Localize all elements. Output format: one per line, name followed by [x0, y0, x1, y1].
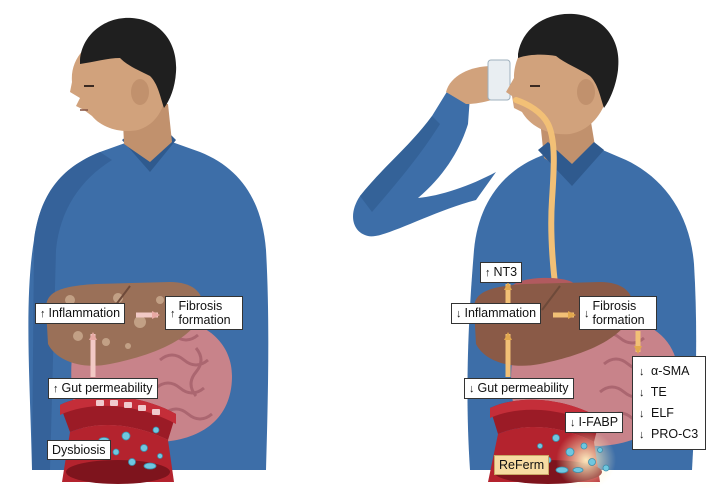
- left-dysbiosis-text: Dysbiosis: [52, 443, 106, 457]
- drink-stream: [513, 97, 559, 295]
- right-fibrosis-line2: formation: [592, 313, 645, 327]
- down-arrow-icon: ↓: [639, 366, 645, 378]
- left-dysbiosis-label: Dysbiosis: [47, 440, 111, 460]
- right-ifabp-text: I-FABP: [578, 415, 619, 429]
- up-arrow-icon: ↑: [53, 383, 59, 395]
- right-bacteria: [537, 434, 610, 474]
- left-gut-permeability-text: Gut permeability: [61, 381, 153, 395]
- down-arrow-icon: ↓: [469, 383, 475, 395]
- marker-row: ↓ α-SMA: [639, 361, 699, 382]
- right-ifabp-label: ↓I-FABP: [565, 412, 624, 433]
- marker-row: ↓ ELF: [639, 403, 699, 424]
- down-arrow-icon: ↓: [639, 408, 645, 420]
- right-referm-label: ReFerm: [494, 455, 550, 475]
- left-blood-vessel: [60, 395, 176, 484]
- left-fibrosis-line1: Fibrosis: [178, 299, 223, 313]
- right-hair: [518, 13, 619, 108]
- right-raised-arm: [353, 90, 496, 237]
- left-fibrosis-label: ↑ Fibrosis formation: [165, 296, 243, 330]
- marker-te: TE: [650, 385, 667, 399]
- right-arrows: [504, 282, 642, 377]
- drinking-glass: [487, 59, 511, 101]
- right-inflammation-label: ↓Inflammation: [451, 303, 542, 324]
- right-nt3-label: ↑NT3: [480, 262, 523, 283]
- right-markers-list: ↓ α-SMA ↓ TE ↓ ELF ↓ PRO-C3: [632, 356, 706, 450]
- up-arrow-icon: ↑: [170, 308, 176, 320]
- marker-alpha-sma: α-SMA: [650, 364, 690, 378]
- right-fibrosis-label: ↓ Fibrosis formation: [579, 296, 657, 330]
- marker-row: ↓ TE: [639, 382, 699, 403]
- left-gut-permeability-label: ↑Gut permeability: [48, 378, 158, 399]
- marker-row: ↓ PRO-C3: [639, 424, 699, 445]
- right-inflammation-text: Inflammation: [464, 306, 537, 320]
- down-arrow-icon: ↓: [570, 417, 576, 429]
- down-arrow-icon: ↓: [456, 308, 462, 320]
- right-nt3-text: NT3: [493, 265, 518, 279]
- left-fibrosis-line2: formation: [178, 313, 231, 327]
- right-fibrosis-line1: Fibrosis: [592, 299, 637, 313]
- down-arrow-icon: ↓: [639, 387, 645, 399]
- right-gut-permeability-text: Gut permeability: [477, 381, 569, 395]
- left-arrows: [89, 311, 160, 377]
- marker-elf: ELF: [650, 406, 674, 420]
- marker-pro-c3: PRO-C3: [650, 427, 699, 441]
- up-arrow-icon: ↑: [485, 267, 491, 279]
- right-gut-permeability-label: ↓Gut permeability: [464, 378, 574, 399]
- up-arrow-icon: ↑: [40, 308, 46, 320]
- left-hair: [80, 17, 177, 108]
- left-inflammation-text: Inflammation: [48, 306, 121, 320]
- down-arrow-icon: ↓: [584, 308, 590, 320]
- down-arrow-icon: ↓: [639, 429, 645, 441]
- left-bacteria: [98, 426, 163, 470]
- right-referm-text: ReFerm: [499, 458, 545, 472]
- left-inflammation-label: ↑Inflammation: [35, 303, 126, 324]
